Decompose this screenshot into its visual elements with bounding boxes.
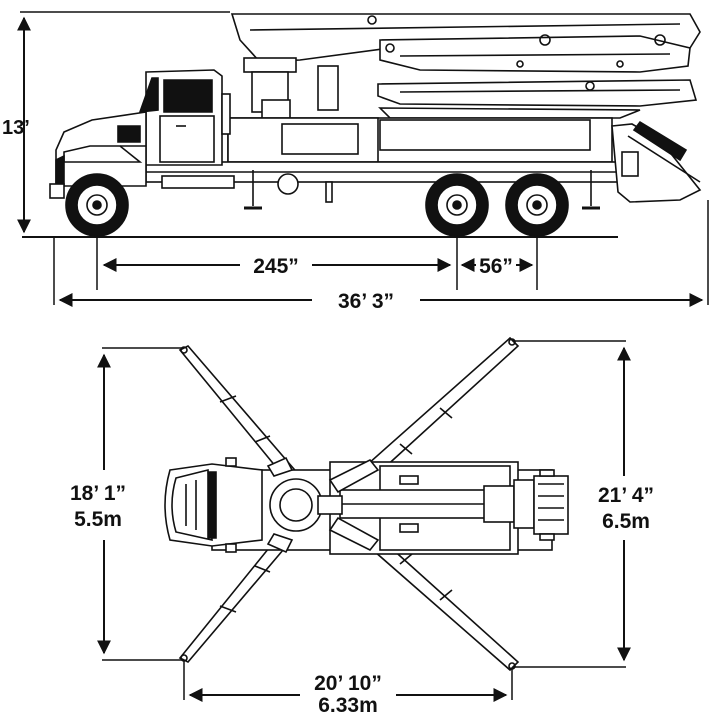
overall-length-label: 36’ 3” [338,290,394,313]
top-view [97,336,631,702]
outrigger-length-ft-label: 20’ 10” [314,672,382,695]
front-spread-ft-label: 18’ 1” [70,482,126,505]
rear-spread-m-label: 6.5m [602,510,650,533]
front-spread-m-label: 5.5m [74,508,122,531]
cab-top [164,457,263,553]
truck-cab [49,69,231,199]
height-label: 13’ [2,117,30,139]
tandem-spacing-label: 56” [479,255,513,278]
truck-top-body [211,461,569,555]
turret-top [269,478,343,532]
rear-wheel-1 [425,173,489,237]
outrigger-cylinders [266,456,380,554]
side-view [17,11,709,307]
wheelbase-label: 245” [253,255,299,278]
front-wheel [65,173,129,237]
rear-wheel-2 [505,173,569,237]
outrigger-length-m-label: 6.33m [318,694,378,714]
turret [243,57,339,123]
chassis [145,117,702,210]
folded-boom [230,13,701,119]
rear-spread-ft-label: 21’ 4” [598,484,654,507]
